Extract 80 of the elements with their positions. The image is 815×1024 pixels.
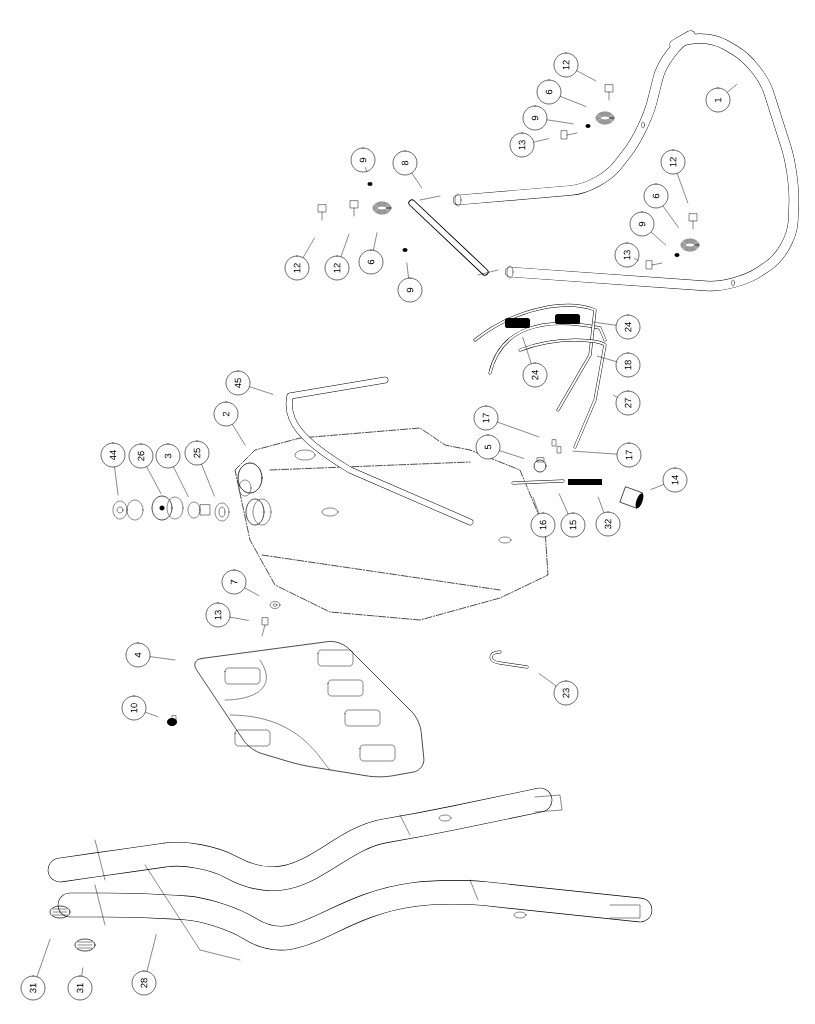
leader-line <box>365 167 368 172</box>
callout-number: 23 <box>553 680 579 706</box>
leader-line <box>612 394 618 398</box>
callout-number: 26 <box>128 443 154 469</box>
callout-number: 12 <box>324 255 350 281</box>
leader-line <box>662 205 679 228</box>
leader-line <box>572 450 617 455</box>
callout-number: 25 <box>184 440 210 466</box>
callout-number: 31 <box>20 975 46 1001</box>
callout-number: 9 <box>629 211 655 237</box>
leader-line <box>373 232 378 251</box>
leader-line <box>145 712 159 718</box>
callout-number: 44 <box>100 442 126 468</box>
callout-number: 31 <box>67 975 93 1001</box>
callout-number: 13 <box>509 132 535 158</box>
leader-line <box>538 673 557 687</box>
leader-line <box>146 466 162 494</box>
callout-number: 8 <box>392 150 418 176</box>
callout-number: 27 <box>615 390 641 416</box>
callout-number: 15 <box>560 512 586 538</box>
callout-number: 12 <box>553 52 579 78</box>
callout-number: 17 <box>616 442 642 468</box>
leader-line <box>149 656 176 661</box>
callout-number: 13 <box>205 602 231 628</box>
leader-line <box>546 119 574 125</box>
callout-number: 18 <box>615 352 641 378</box>
callout-number: 32 <box>595 511 621 537</box>
leader-line <box>522 337 532 364</box>
callout-number: 13 <box>614 242 640 268</box>
leader-line <box>650 231 667 246</box>
callout-number: 24 <box>522 362 548 388</box>
callout-number: 6 <box>358 249 384 275</box>
leader-line <box>676 173 689 204</box>
leader-line <box>576 70 597 82</box>
callout-number: 4 <box>125 642 151 668</box>
leader-line <box>302 237 315 258</box>
callout-number: 24 <box>615 314 641 340</box>
callout-number: 12 <box>284 255 310 281</box>
leader-line <box>249 386 273 395</box>
callout-number: 7 <box>221 569 247 595</box>
leader-line <box>244 587 260 596</box>
leader-line <box>81 967 84 977</box>
callout-number: 14 <box>662 467 688 493</box>
leader-line <box>499 450 524 459</box>
leader-line <box>229 616 249 621</box>
leader-line <box>597 496 605 513</box>
callout-number: 17 <box>473 405 499 431</box>
leader-line <box>532 496 540 514</box>
leader-line <box>406 262 409 279</box>
leader-line <box>560 96 587 107</box>
leader-line <box>146 934 157 972</box>
leader-line <box>533 138 549 143</box>
leader-line <box>232 424 246 446</box>
leader-line <box>497 421 540 438</box>
leader-line <box>558 493 569 514</box>
callout-number: 6 <box>643 183 669 209</box>
callout-number: 9 <box>397 277 423 303</box>
callout-number: 12 <box>660 149 686 175</box>
callout-number: 9 <box>350 147 376 173</box>
callout-number: 5 <box>475 434 501 460</box>
callout-number: 6 <box>536 79 562 105</box>
callout-number: 45 <box>225 370 251 396</box>
callout-number: 2 <box>213 401 239 427</box>
leader-line <box>173 466 189 497</box>
leader-line <box>593 321 617 326</box>
leader-line <box>340 233 350 257</box>
callout-number: 16 <box>530 512 556 538</box>
callout-number: 10 <box>121 695 147 721</box>
callout-number: 3 <box>155 443 181 469</box>
callout-number: 1 <box>705 87 731 113</box>
leader-line <box>114 466 119 496</box>
leader-line <box>634 258 639 261</box>
leader-line <box>597 355 617 362</box>
callout-number: 9 <box>522 105 548 131</box>
leader-line <box>411 172 422 188</box>
callout-number: 28 <box>131 970 157 996</box>
leader-line <box>650 484 664 490</box>
leader-line <box>36 938 51 977</box>
leader-line <box>201 464 215 497</box>
leader-line <box>727 84 737 93</box>
